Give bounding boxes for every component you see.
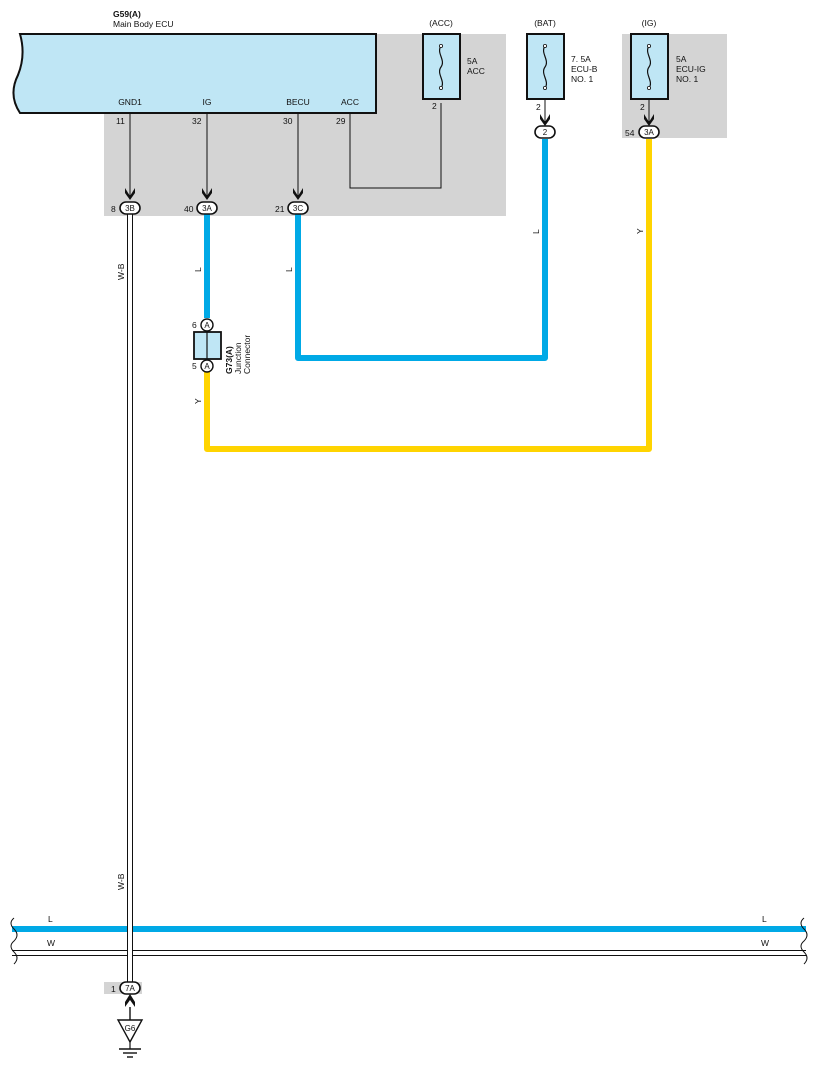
arrow-7a bbox=[125, 994, 135, 1007]
arrow-2-bat bbox=[540, 114, 550, 126]
bus-break-right bbox=[800, 917, 808, 965]
bat-fuse-header: (BAT) bbox=[534, 18, 556, 28]
pin-29: 29 bbox=[336, 116, 346, 126]
acc-fuse-rating: 5A bbox=[467, 56, 478, 66]
ig-fuse-name-line2: NO. 1 bbox=[676, 74, 698, 84]
svg-text:3C: 3C bbox=[293, 204, 303, 213]
acc-fuse-symbol bbox=[438, 45, 444, 89]
pin-30: 30 bbox=[283, 116, 293, 126]
ecu-connector-id: G59(A) bbox=[113, 9, 141, 19]
wire-label-l-becu: L bbox=[284, 267, 294, 272]
svg-text:G6: G6 bbox=[125, 1024, 136, 1033]
terminal-gnd1-label: GND1 bbox=[118, 97, 142, 107]
pin-32: 32 bbox=[192, 116, 202, 126]
bus-label-w-right: W bbox=[761, 938, 769, 948]
ig-fuse-header: (IG) bbox=[642, 18, 657, 28]
connector-3a-igfuse: 3A 54 bbox=[625, 125, 660, 139]
terminal-becu-label: BECU bbox=[286, 97, 310, 107]
connector-3a-ig: 3A 40 bbox=[184, 201, 218, 215]
bus-label-w-left: W bbox=[47, 938, 55, 948]
bat-fuse-pin: 2 bbox=[536, 102, 541, 112]
wire-label-w-b-lower: W-B bbox=[116, 873, 126, 890]
connector-7a: 7A 1 bbox=[111, 981, 141, 995]
terminal-acc-label: ACC bbox=[341, 97, 359, 107]
wire-becu-bat-l bbox=[295, 139, 548, 361]
ecu-name: Main Body ECU bbox=[113, 19, 173, 29]
wire-label-w-b-upper: W-B bbox=[116, 263, 126, 280]
svg-text:A: A bbox=[204, 362, 210, 371]
wire-label-l-bat: L bbox=[531, 229, 541, 234]
svg-text:2: 2 bbox=[543, 128, 548, 137]
svg-text:3A: 3A bbox=[644, 128, 654, 137]
connector-2-bat: 2 bbox=[534, 125, 556, 139]
acc-fuse-header: (ACC) bbox=[429, 18, 453, 28]
junction-id: G73(A) bbox=[224, 346, 234, 374]
svg-text:5: 5 bbox=[192, 361, 197, 371]
svg-text:21: 21 bbox=[275, 204, 285, 214]
ig-fuse-name-line1: ECU-IG bbox=[676, 64, 706, 74]
bus-break-left bbox=[10, 917, 18, 965]
bat-fuse-symbol bbox=[542, 45, 548, 89]
connector-3b: 3B 8 bbox=[111, 201, 141, 215]
bat-fuse-rating: 7. 5A bbox=[571, 54, 591, 64]
wire-label-y-junction: Y bbox=[193, 398, 203, 404]
junction-connector-g73: A 6 A 5 G73(A) Junction Connector bbox=[192, 318, 252, 374]
svg-text:3A: 3A bbox=[202, 204, 212, 213]
bat-fuse-name-line2: NO. 1 bbox=[571, 74, 593, 84]
arrow-3a-igfuse bbox=[644, 114, 654, 126]
ground-g6: G6 bbox=[116, 1007, 144, 1058]
connector-3c: 3C 21 bbox=[275, 201, 309, 215]
acc-fuse-pin: 2 bbox=[432, 101, 437, 111]
svg-text:6: 6 bbox=[192, 320, 197, 330]
bus-label-l-right: L bbox=[762, 914, 767, 924]
arrow-3b bbox=[125, 188, 135, 200]
ig-fuse-symbol bbox=[646, 45, 652, 89]
svg-text:3B: 3B bbox=[125, 204, 135, 213]
ig-fuse-pin: 2 bbox=[640, 102, 645, 112]
bat-fuse-name-line1: ECU-B bbox=[571, 64, 598, 74]
main-body-ecu-box bbox=[12, 33, 377, 114]
svg-text:1: 1 bbox=[111, 984, 116, 994]
junction-line1: Junction bbox=[233, 342, 243, 374]
arrow-3a-ig bbox=[202, 188, 212, 200]
svg-text:A: A bbox=[204, 321, 210, 330]
svg-text:7A: 7A bbox=[125, 984, 135, 993]
bus-label-l-left: L bbox=[48, 914, 53, 924]
svg-text:40: 40 bbox=[184, 204, 194, 214]
pin-11: 11 bbox=[116, 116, 125, 126]
ig-fuse-rating: 5A bbox=[676, 54, 687, 64]
wire-ig-y bbox=[204, 139, 652, 452]
junction-line2: Connector bbox=[242, 335, 252, 374]
wire-label-y-ig: Y bbox=[635, 228, 645, 234]
svg-text:54: 54 bbox=[625, 128, 635, 138]
terminal-ig-label: IG bbox=[203, 97, 212, 107]
acc-lead bbox=[349, 103, 442, 189]
arrow-3c bbox=[293, 188, 303, 200]
wire-label-l-ig: L bbox=[193, 267, 203, 272]
acc-fuse-name: ACC bbox=[467, 66, 485, 76]
svg-text:8: 8 bbox=[111, 204, 116, 214]
